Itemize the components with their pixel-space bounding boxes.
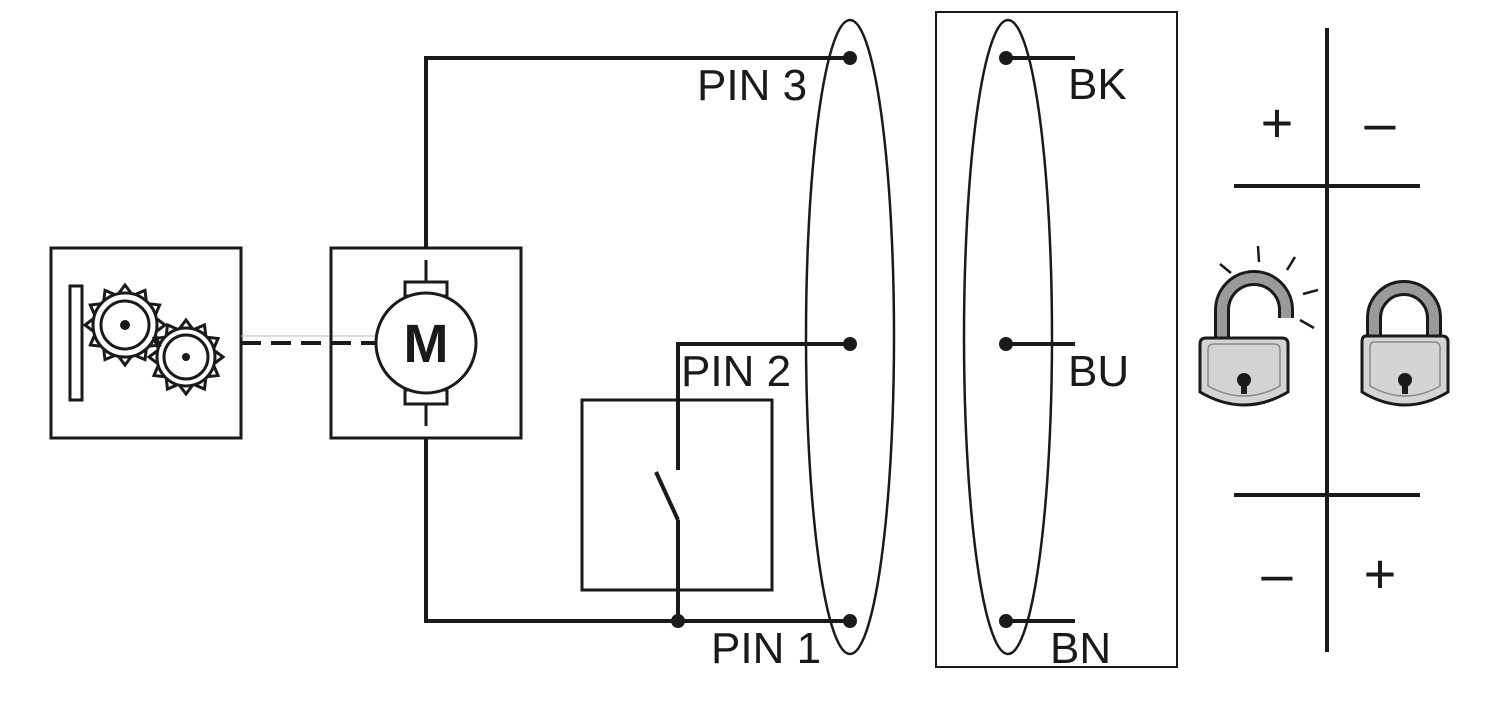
wire-bu-label: BU (1068, 347, 1129, 396)
gearbox-block (49, 246, 243, 440)
mechanical-coupling (241, 335, 376, 345)
pin3-terminal (843, 51, 857, 65)
motor-icon (374, 291, 478, 395)
bottom-left-sign: – (1261, 542, 1293, 605)
motor-symbol: M (404, 314, 449, 374)
pin3-label: PIN 3 (697, 61, 807, 110)
pin1-label: PIN 1 (711, 624, 821, 673)
bk-terminal (999, 51, 1013, 65)
top-right-sign: – (1364, 91, 1396, 154)
cable-block: BK BU BN (935, 11, 1178, 673)
top-left-sign: + (1261, 91, 1294, 154)
motor-block: M (329, 246, 523, 440)
unlocked-padlock-icon (1198, 245, 1319, 407)
bn-terminal (999, 614, 1013, 628)
locked-padlock-icon (1360, 280, 1450, 407)
pin1-terminal (843, 614, 857, 628)
wire-bn-label: BN (1050, 624, 1111, 673)
connector: PIN 3 PIN 2 PIN 1 (681, 18, 896, 673)
pin2-label: PIN 2 (681, 347, 791, 396)
wire-bk-label: BK (1068, 60, 1127, 109)
polarity-table: + – – + (1198, 28, 1450, 652)
limit-switch (580, 398, 774, 628)
bu-terminal (999, 337, 1013, 351)
rack-icon (68, 284, 84, 402)
gear-icon (146, 317, 226, 397)
bottom-right-sign: + (1364, 542, 1397, 605)
pin2-terminal (843, 337, 857, 351)
